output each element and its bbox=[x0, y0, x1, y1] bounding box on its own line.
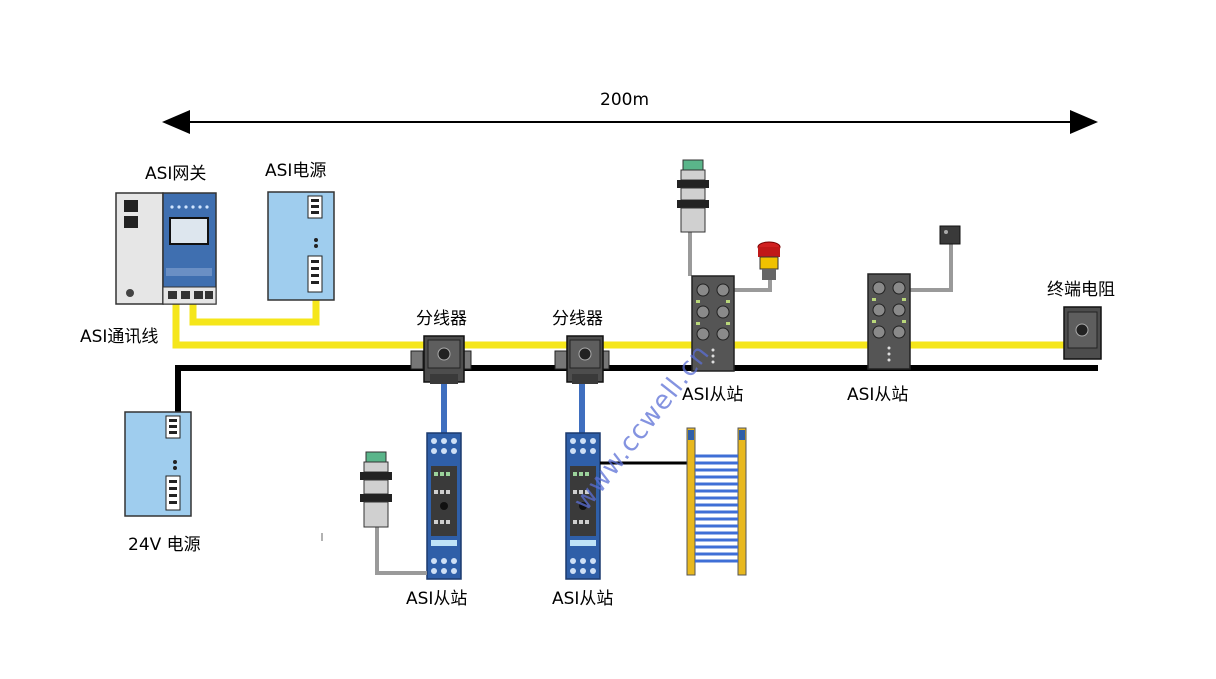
splitter-2 bbox=[554, 335, 610, 384]
splitter-1 bbox=[410, 335, 472, 384]
power-24v-label: 24V 电源 bbox=[128, 535, 201, 555]
terminator-resistor bbox=[1063, 306, 1102, 360]
bottom-slave-1 bbox=[426, 432, 462, 580]
photoelectric-sensor bbox=[939, 225, 961, 245]
top-slave-1 bbox=[688, 232, 772, 372]
bottom-slave-2-label: ASI从站 bbox=[552, 589, 614, 609]
comm-line-label: ASI通讯线 bbox=[80, 327, 159, 347]
distance-arrow bbox=[162, 110, 1098, 134]
power-bus-line bbox=[175, 365, 1098, 412]
splitter-2-label: 分线器 bbox=[552, 309, 603, 329]
light-curtain bbox=[600, 427, 747, 576]
top-slave-1-label: ASI从站 bbox=[682, 385, 744, 405]
power-supply-24v bbox=[124, 411, 192, 517]
terminator-label: 终端电阻 bbox=[1047, 280, 1115, 300]
splitter-1-label: 分线器 bbox=[416, 309, 467, 329]
gateway-label: ASI网关 bbox=[145, 164, 207, 184]
emergency-stop-button bbox=[757, 241, 781, 280]
distance-label: 200m bbox=[600, 90, 650, 110]
top-slave-2 bbox=[867, 242, 953, 370]
proximity-sensor-top bbox=[677, 159, 709, 233]
asi-bus-line bbox=[172, 300, 1068, 349]
asi-power-label: ASI电源 bbox=[265, 161, 327, 181]
proximity-sensor-bottom bbox=[360, 451, 427, 575]
drop-cables bbox=[441, 383, 585, 433]
asi-power-supply bbox=[267, 191, 335, 301]
bottom-slave-1-label: ASI从站 bbox=[406, 589, 468, 609]
asi-gateway bbox=[115, 192, 217, 305]
top-slave-2-label: ASI从站 bbox=[847, 385, 909, 405]
bottom-slave-2 bbox=[565, 432, 601, 580]
